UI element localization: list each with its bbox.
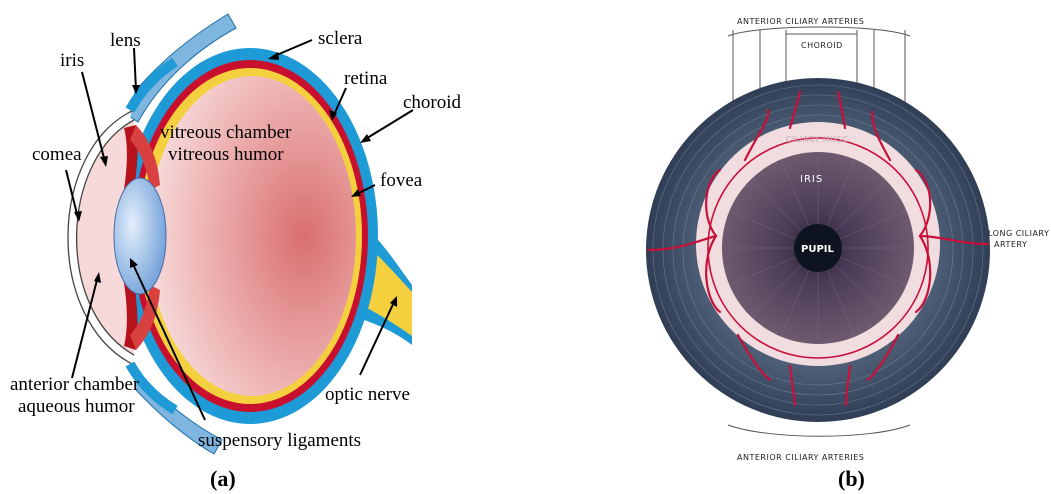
label-long-ciliary-1: LONG CILIARY <box>988 229 1049 238</box>
label-pupil: PUPIL <box>801 244 834 255</box>
label-anterior-ciliary-arteries-top: ANTERIOR CILIARY ARTERIES <box>737 17 864 26</box>
label-aqueous-humor: aqueous humor <box>18 396 135 417</box>
label-ciliary-muscle: CILIARY MUSC. <box>786 135 851 144</box>
label-lens: lens <box>110 30 141 51</box>
label-retina: retina <box>344 68 388 89</box>
label-long-ciliary-2: ARTERY <box>994 240 1027 249</box>
label-cornea: comea <box>32 144 82 165</box>
lens-shape <box>114 178 166 294</box>
label-fovea: fovea <box>380 170 423 191</box>
label-anterior-ciliary-arteries-bottom: ANTERIOR CILIARY ARTERIES <box>737 453 864 462</box>
label-choroid-b: CHOROID <box>801 41 843 50</box>
label-sclera: sclera <box>318 28 363 49</box>
label-iris: iris <box>60 50 84 71</box>
label-iris-b: IRIS <box>800 174 823 185</box>
label-vitreous-chamber: vitreous chamber <box>160 122 292 143</box>
label-optic-nerve: optic nerve <box>325 384 410 405</box>
label-anterior-chamber: anterior chamber <box>10 374 140 395</box>
label-choroid: choroid <box>403 92 462 113</box>
caption-b: (b) <box>838 466 865 491</box>
label-vitreous-humor: vitreous humor <box>168 144 284 165</box>
label-suspensory-ligaments: suspensory ligaments <box>198 430 361 451</box>
eye-cross-section-diagram: lens iris comea sclera retina choroid vi… <box>10 14 462 491</box>
iris-anterior-view-diagram: ANTERIOR CILIARY ARTERIES CHOROID CILIAR… <box>646 17 1049 491</box>
caption-a: (a) <box>210 466 236 491</box>
